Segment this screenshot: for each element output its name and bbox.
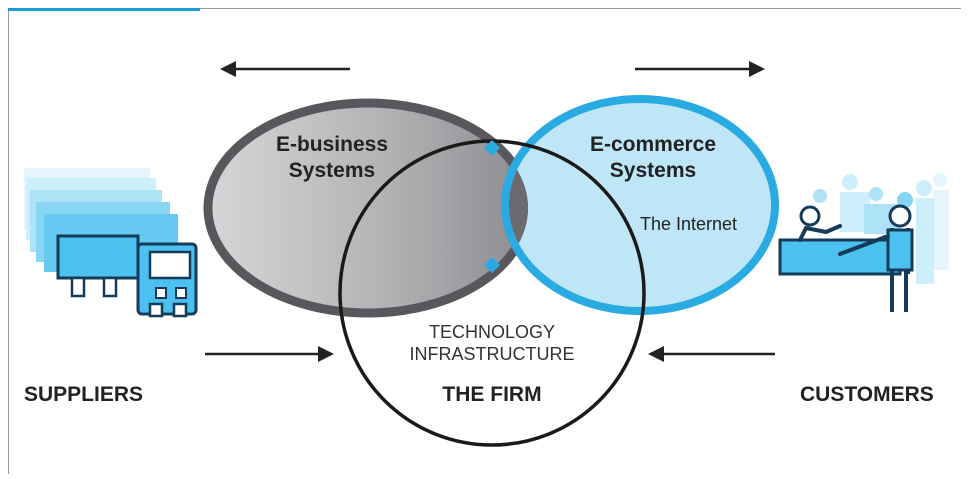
arrow-right-icon [635, 61, 765, 77]
suppliers-label: SUPPLIERS [24, 383, 144, 406]
truck-icon [24, 168, 198, 318]
arrow-left-icon [648, 346, 775, 362]
people-icon [778, 173, 949, 312]
infrastructure-label: TECHNOLOGY INFRASTRUCTURE [392, 321, 592, 365]
internet-label: The Internet [640, 214, 738, 234]
infrastructure-label-line2: INFRASTRUCTURE [409, 344, 575, 364]
ebusiness-label-line1: E-business [275, 133, 389, 156]
ebusiness-label-line2: Systems [288, 159, 376, 182]
ecommerce-ellipse [501, 95, 779, 315]
customers-label: CUSTOMERS [800, 383, 934, 406]
accent-bar [8, 8, 200, 11]
arrow-left-icon [220, 61, 350, 77]
ecommerce-label: E-commerce Systems [568, 132, 738, 184]
ebusiness-label: E-business Systems [257, 132, 407, 184]
firm-label: THE FIRM [442, 383, 542, 406]
intersection-marker [484, 257, 500, 273]
intersection-marker [484, 140, 500, 156]
infrastructure-label-line1: TECHNOLOGY [428, 322, 556, 342]
arrow-right-icon [205, 346, 334, 362]
ecommerce-label-line2: Systems [609, 159, 697, 182]
ecommerce-label-line1: E-commerce [589, 133, 717, 156]
